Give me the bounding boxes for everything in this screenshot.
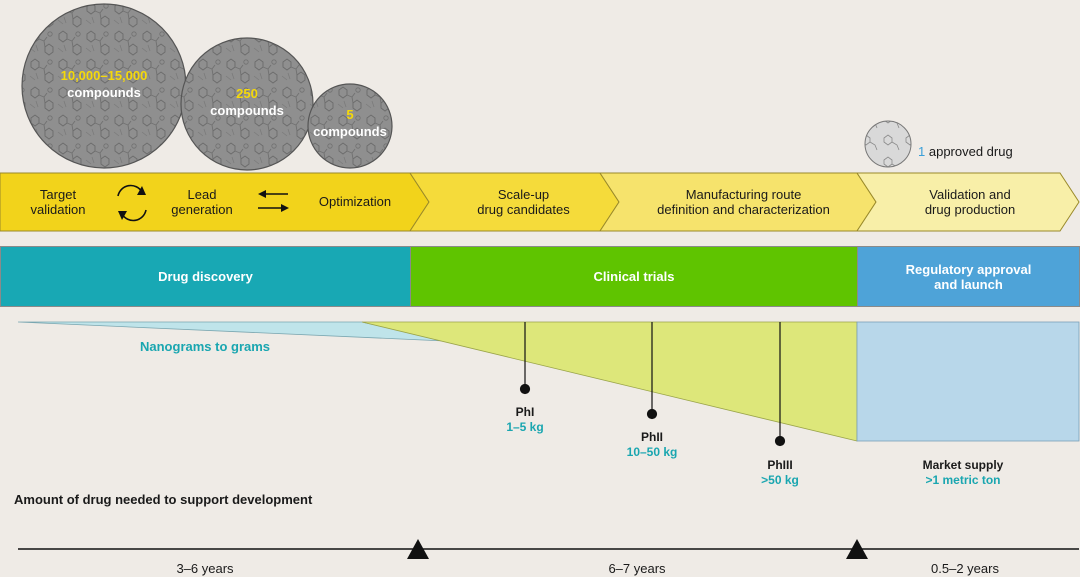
phase-regulatory-label: Regulatory approval and launch bbox=[905, 261, 1032, 292]
approved-drug-circle bbox=[864, 120, 912, 168]
large-circle-label: 10,000–15,000 compounds bbox=[44, 67, 164, 101]
approved-count: 1 bbox=[918, 144, 926, 159]
phase-drug-discovery-label: Drug discovery bbox=[158, 269, 253, 284]
regulatory-years: 0.5–2 years bbox=[931, 561, 999, 576]
small-count-unit: compounds bbox=[313, 124, 387, 139]
phase-drug-discovery: Drug discovery bbox=[0, 246, 411, 307]
timeline-marker-1 bbox=[407, 539, 429, 559]
medium-circle-label: 250 compounds bbox=[197, 85, 297, 119]
market-supply-amount: >1 metric ton bbox=[925, 473, 1001, 487]
approved-text: approved drug bbox=[928, 144, 1013, 159]
phase2-pin bbox=[646, 322, 658, 420]
phase3-name: PhIII bbox=[767, 458, 793, 472]
market-supply-box bbox=[856, 321, 1080, 442]
kilogram-wedge bbox=[361, 321, 858, 442]
medium-count-unit: compounds bbox=[210, 103, 284, 118]
stage-manufacturing: Manufacturing route definition and chara… bbox=[657, 187, 830, 217]
nanograms-label: Nanograms to grams bbox=[140, 339, 271, 354]
stage-lead-generation: Lead generation bbox=[171, 187, 233, 217]
clinical-years: 6–7 years bbox=[608, 561, 666, 576]
stage-target-validation: Target validation bbox=[30, 187, 86, 217]
phase1-pin bbox=[519, 322, 531, 395]
large-count: 10,000–15,000 bbox=[60, 68, 148, 83]
small-circle-label: 5 compounds bbox=[305, 106, 395, 140]
amount-caption: Amount of drug needed to support develop… bbox=[14, 492, 313, 507]
chevron-validation bbox=[856, 172, 1080, 232]
exchange-arrows-icon bbox=[258, 190, 289, 212]
phase-clinical-trials: Clinical trials bbox=[410, 246, 858, 307]
phase2-label: PhII 10–50 kg bbox=[602, 430, 702, 460]
phase-clinical-trials-label: Clinical trials bbox=[593, 269, 675, 284]
large-count-unit: compounds bbox=[67, 85, 141, 100]
small-count: 5 bbox=[346, 107, 354, 122]
discovery-years: 3–6 years bbox=[176, 561, 234, 576]
medium-count: 250 bbox=[236, 86, 258, 101]
market-supply-name: Market supply bbox=[922, 458, 1004, 472]
timeline-marker-2 bbox=[846, 539, 868, 559]
approved-drug-label: 1 approved drug bbox=[918, 144, 1013, 159]
phase2-name: PhII bbox=[640, 430, 663, 444]
small-compound-circle bbox=[307, 83, 393, 169]
phase1-amount: 1–5 kg bbox=[506, 420, 544, 434]
stage-validation: Validation and drug production bbox=[924, 187, 1016, 217]
cycle-arrows-icon bbox=[117, 184, 147, 222]
phase1-label: PhI 1–5 kg bbox=[485, 405, 565, 435]
phase3-pin bbox=[774, 322, 786, 447]
stage-optimization: Optimization bbox=[318, 194, 392, 209]
phase2-amount: 10–50 kg bbox=[626, 445, 678, 459]
market-supply-label: Market supply >1 metric ton bbox=[893, 458, 1033, 488]
medium-compound-circle bbox=[180, 37, 314, 171]
phase3-amount: >50 kg bbox=[761, 473, 799, 487]
phase-regulatory: Regulatory approval and launch bbox=[857, 246, 1080, 307]
phase3-label: PhIII >50 kg bbox=[740, 458, 820, 488]
stage-scaleup: Scale-up drug candidates bbox=[477, 187, 570, 217]
phase1-name: PhI bbox=[515, 405, 535, 419]
